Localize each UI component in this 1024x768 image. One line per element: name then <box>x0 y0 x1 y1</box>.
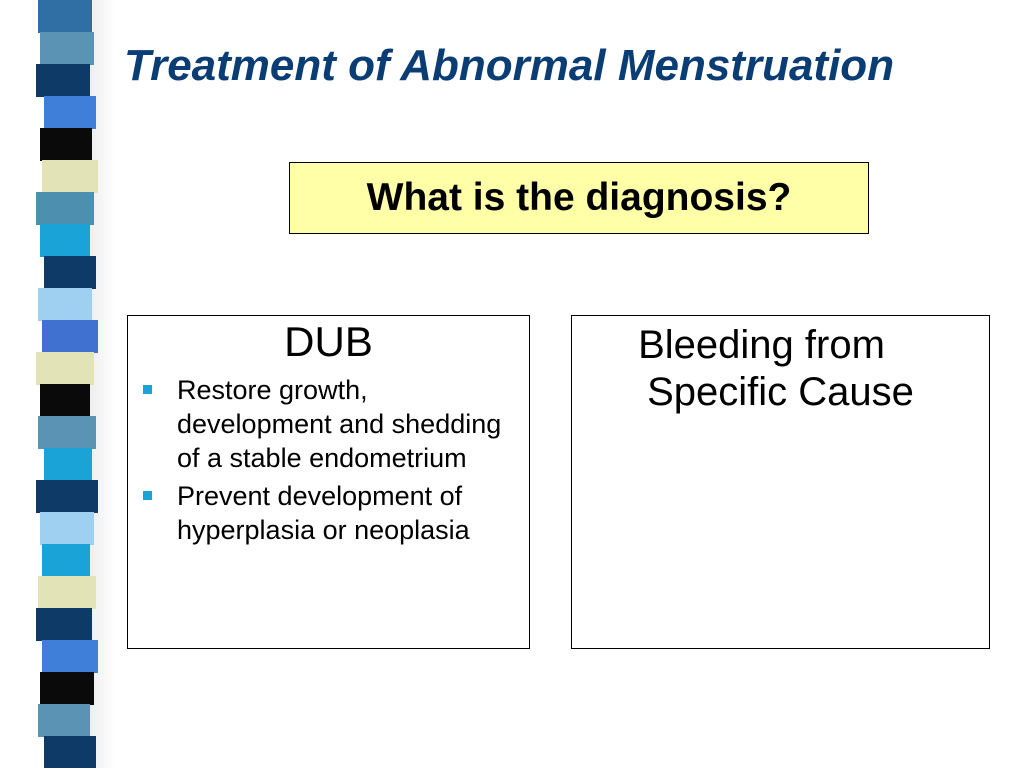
band-stripe <box>38 704 90 737</box>
band-stripe <box>42 544 90 577</box>
decorative-striped-band <box>0 0 116 768</box>
square-bullet-icon <box>143 491 152 500</box>
specific-cause-heading: Bleeding from Specific Cause <box>572 322 989 416</box>
band-stripe <box>42 320 98 353</box>
band-stripe <box>36 192 94 225</box>
band-stripe <box>38 576 96 609</box>
square-bullet-icon <box>143 385 152 394</box>
band-stripe <box>44 96 96 129</box>
band-stripe <box>44 736 96 768</box>
bullet-text: Restore growth, development and shedding… <box>177 375 502 473</box>
band-stripe <box>38 416 96 449</box>
bullet-text: Prevent development of hyperplasia or ne… <box>177 481 470 545</box>
bullet-item: Restore growth, development and shedding… <box>128 373 529 475</box>
slide-title: Treatment of Abnormal Menstruation <box>124 41 895 90</box>
band-stripe <box>40 224 90 257</box>
band-stripe <box>36 64 90 97</box>
band-stripe <box>42 640 98 673</box>
band-stripe <box>36 480 98 513</box>
dub-heading: DUB <box>284 318 373 365</box>
band-stripe <box>40 128 92 161</box>
bullet-item: Prevent development of hyperplasia or ne… <box>128 479 529 547</box>
band-stripe <box>38 0 92 33</box>
band-stripe <box>36 352 94 385</box>
band-stripe <box>38 288 92 321</box>
question-callout: What is the diagnosis? <box>289 162 869 234</box>
band-stripe <box>40 672 94 705</box>
band-stripe <box>40 512 94 545</box>
band-stripe <box>40 384 90 417</box>
band-stripe <box>44 256 96 289</box>
dub-bullet-list: Restore growth, development and shedding… <box>128 373 529 547</box>
band-stripe <box>44 448 92 481</box>
dub-panel: DUB Restore growth, development and shed… <box>127 315 530 649</box>
band-stripe <box>36 608 92 641</box>
band-stripe <box>40 32 94 65</box>
band-stripe <box>42 160 98 193</box>
heading-line: Bleeding from <box>638 323 885 367</box>
specific-cause-panel: Bleeding from Specific Cause <box>571 315 990 649</box>
heading-line: Specific Cause <box>647 370 914 414</box>
